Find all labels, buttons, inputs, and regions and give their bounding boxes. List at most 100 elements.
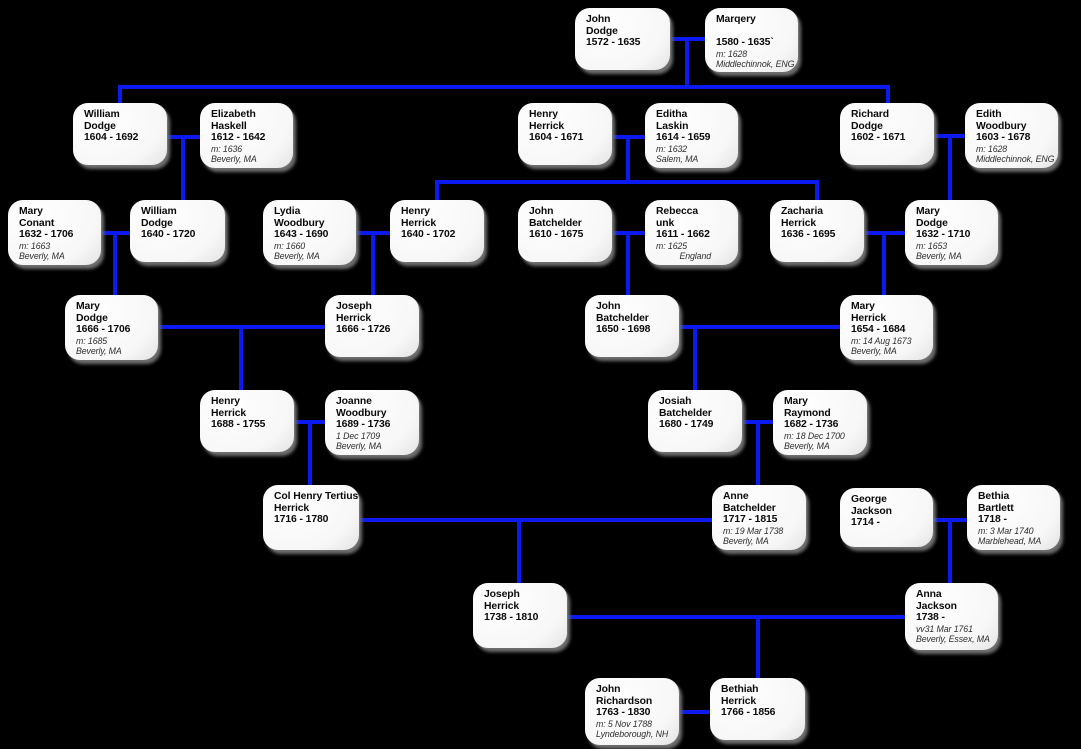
person-name-line: unk [656, 217, 675, 229]
person-marriage-detail: Lyndeborough, NH [596, 729, 669, 740]
person-marriage-detail: Beverly, MA [784, 441, 830, 452]
person-dates: 1680 - 1749 [659, 419, 714, 431]
person-dates: 1632 - 1706 [19, 229, 74, 241]
person-dates: 1640 - 1702 [401, 229, 456, 241]
person-name-line: Joseph [336, 301, 372, 312]
person-name-line: Woodbury [976, 120, 1027, 132]
person-marriage-detail: Beverly, MA [211, 154, 257, 165]
person-name-line: Mary [916, 206, 940, 217]
person-name-line: Richardson [596, 695, 653, 707]
person-dates: 1603 - 1678 [976, 132, 1031, 144]
person-marriage-detail: Beverly, MA [723, 536, 769, 547]
person-name-line: Dodge [141, 217, 173, 229]
person-name-line: John [586, 14, 611, 25]
person-name-line: Lydia [274, 206, 301, 217]
person-dates: 1666 - 1726 [336, 324, 391, 336]
person-name-line: Henry [211, 396, 240, 407]
person-marriage-detail: m: 1632 [656, 143, 688, 154]
person-name-line: Elizabeth [211, 109, 256, 120]
person-name-line: Herrick [274, 502, 310, 514]
person-dates: 1763 - 1830 [596, 707, 651, 719]
person-dates: 1682 - 1736 [784, 419, 839, 431]
person-name-line: Mary [76, 301, 100, 312]
person-name-line: Editha [656, 109, 688, 120]
person-dates: 1717 - 1815 [723, 514, 778, 526]
person-name-line: William [84, 109, 120, 120]
person-name-line: Herrick [529, 120, 565, 132]
person-name-line: Mary [19, 206, 43, 217]
person-marriage-detail: Beverly, MA [76, 346, 122, 357]
person-name-line: Haskell [211, 120, 247, 132]
person-dates: 1688 - 1755 [211, 419, 266, 431]
person-name-line: Jackson [851, 505, 892, 517]
person-dates: 1766 - 1856 [721, 707, 776, 719]
person-name-line: Joanne [336, 396, 372, 407]
person-name-line: George [851, 494, 887, 505]
person-dates: 1611 - 1662 [656, 229, 710, 241]
person-dates: 1738 - 1810 [484, 612, 539, 624]
person-name-line: Batchelder [596, 312, 649, 324]
person-name-line [716, 26, 793, 38]
person-name-line: Woodbury [274, 217, 325, 229]
person-name-line: Conant [19, 217, 55, 229]
person-name-line: Jackson [916, 600, 957, 612]
person-marriage-detail: Beverly, MA [916, 251, 962, 262]
person-marriage-detail: m: 1628 [976, 143, 1008, 154]
person-name-line: Marqery [716, 14, 756, 25]
person-marriage-detail: Beverly, MA [19, 251, 65, 262]
person-name-line: Batchelder [659, 407, 712, 419]
person-marriage-detail: m: 1628 [716, 48, 748, 59]
person-marriage-detail: Beverly, MA [274, 251, 320, 262]
person-name-line: Herrick [484, 600, 520, 612]
person-dates: 1738 - [916, 612, 945, 624]
person-dates: 1572 - 1635 [586, 37, 641, 49]
person-name-line: Herrick [721, 695, 757, 707]
person-name-line: Batchelder [529, 217, 582, 229]
person-name-line: Dodge [851, 120, 883, 132]
person-name-line: Henry [529, 109, 558, 120]
person-dates: 1636 - 1695 [781, 229, 836, 241]
person-name-line: Anne [723, 491, 749, 502]
person-marriage-detail: m: 1625 [656, 240, 688, 251]
person-name-line: Herrick [211, 407, 247, 419]
person-name-line: William [141, 206, 177, 217]
person-name-line: Woodbury [336, 407, 387, 419]
person-dates: 1632 - 1710 [916, 229, 971, 241]
person-dates: 1716 - 1780 [274, 514, 329, 526]
person-name-line: Zacharia [781, 206, 823, 217]
person-name-line: Dodge [586, 25, 618, 37]
